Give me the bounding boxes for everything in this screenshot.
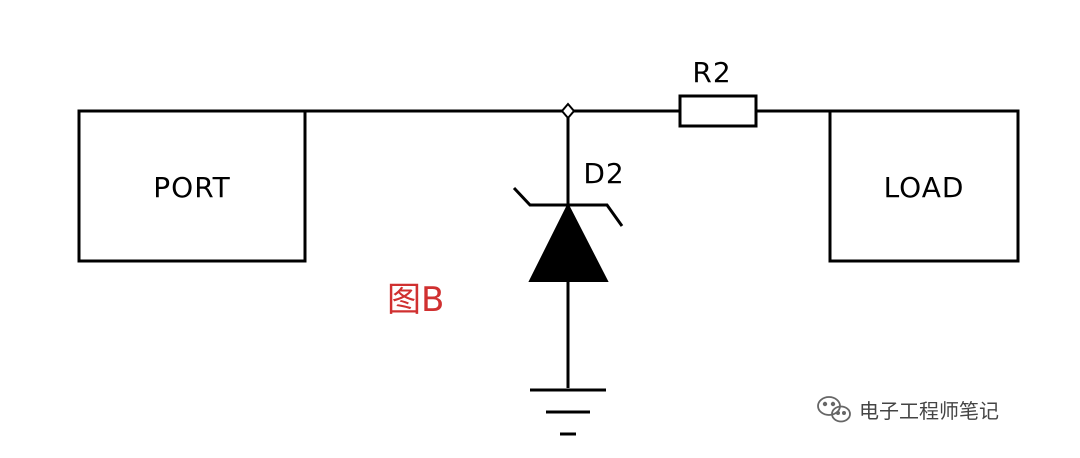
watermark-text: 电子工程师笔记 [859, 399, 999, 423]
load-label: LOAD [884, 171, 965, 204]
ground-symbol [530, 388, 606, 436]
load-box [828, 109, 1020, 263]
port-label: PORT [153, 171, 230, 204]
diode-label: D2 [583, 157, 624, 190]
figure-label: 图B [387, 280, 444, 320]
diode-triangle [528, 202, 609, 282]
port-box [77, 109, 307, 263]
wechat-icon [817, 396, 851, 423]
junction-dot [560, 102, 576, 120]
resistor-label: R2 [692, 56, 731, 89]
resistor-r2 [678, 94, 758, 128]
